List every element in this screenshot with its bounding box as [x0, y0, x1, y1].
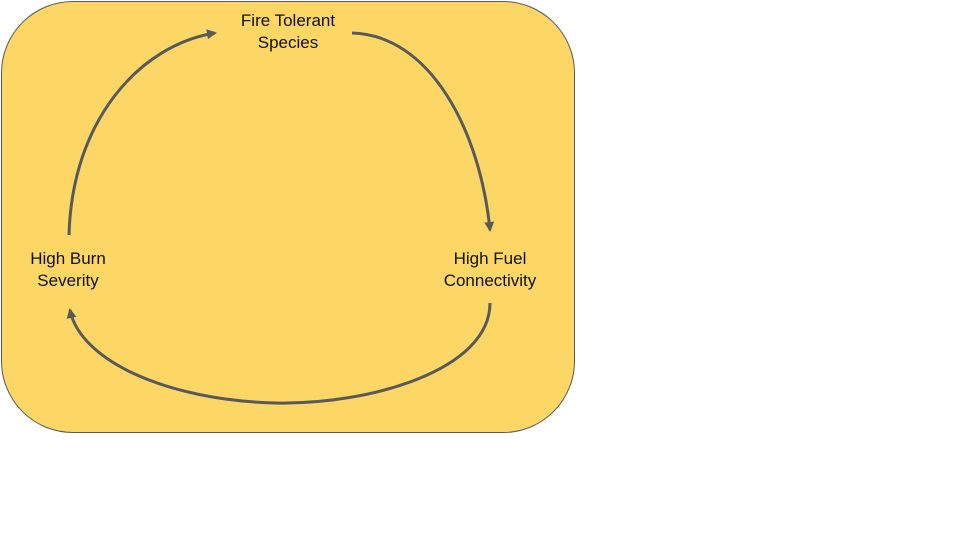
node-label-line: Fire Tolerant	[240, 11, 336, 30]
node-label-line: High Fuel	[453, 249, 527, 268]
node-label-line: High Burn	[30, 249, 106, 268]
node-label-line: Connectivity	[443, 271, 537, 290]
node-high-burn-severity: High Burn Severity	[0, 248, 136, 292]
cycle-panel	[1, 1, 575, 433]
node-label-line: Species	[257, 33, 319, 52]
node-fire-tolerant-species: Fire Tolerant Species	[208, 10, 368, 54]
node-high-fuel-connectivity: High Fuel Connectivity	[420, 248, 560, 292]
node-label-line: Severity	[37, 271, 99, 290]
